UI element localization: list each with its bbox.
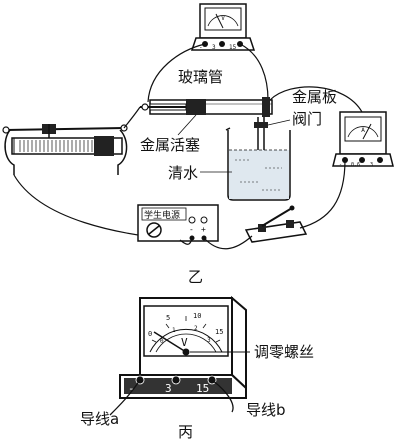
bing-scale-bottom-1: 1 [172, 327, 176, 334]
beaker-water [229, 150, 289, 199]
zero-screw [182, 348, 190, 356]
caption-bing: 丙 [178, 423, 193, 440]
wire-plate-to-ammeter [269, 86, 363, 113]
wire-supply-to-switch [203, 235, 253, 250]
bing-terminal-15: 15 [196, 382, 209, 395]
ammeter-terminal-neg: - [339, 162, 342, 168]
wire-voltmeter-right [239, 43, 269, 101]
caption-yi: 乙 [188, 268, 203, 286]
power-terminal-neg: - [189, 225, 194, 234]
label-glass-tube: 玻璃管 [178, 68, 223, 86]
beaker [225, 127, 291, 201]
wire-voltmeter-left [147, 43, 206, 103]
power-terminal-pos: + [201, 225, 206, 234]
ammeter-terminal-06: 0.6 [351, 162, 360, 168]
bing-scale-bottom-2: 2 [194, 325, 198, 332]
label-wire-b: 导线b [246, 401, 286, 419]
top-voltmeter-terminal-3: 3 [212, 44, 216, 51]
wire-a [109, 379, 141, 416]
bing-scale-top-0: 0 [148, 330, 152, 338]
top-voltmeter-symbol: V [221, 15, 225, 22]
top-voltmeter: V - 3 15 [190, 3, 256, 51]
label-metal-piston: 金属活塞 [140, 136, 200, 154]
label-metal-plate: 金属板 [292, 88, 337, 106]
metal-plate [262, 97, 270, 117]
bing-scale-bottom-0: 0 [160, 338, 164, 345]
ammeter-terminal-3: 3 [370, 162, 373, 168]
bing-voltmeter: 0 5 10 15 0 1 2 3 V - 3 15 [119, 295, 247, 399]
bing-scale-top-5: 5 [166, 314, 170, 322]
metal-piston [186, 99, 206, 115]
glass-tube [140, 97, 273, 117]
label-clean-water: 清水 [168, 164, 198, 182]
bing-scale-bottom-3: 3 [207, 337, 211, 344]
label-wire-a: 导线a [80, 410, 119, 428]
valve [254, 122, 268, 128]
wire-supply-neg [179, 237, 193, 245]
bing-scale-top-15: 15 [215, 328, 223, 336]
power-supply: 学生电源 - + [137, 204, 219, 242]
power-supply-label: 学生电源 [144, 209, 180, 221]
bing-scale-top-10: 10 [193, 312, 201, 320]
bing-terminal-neg: - [128, 382, 135, 395]
top-voltmeter-terminal-neg: - [199, 44, 203, 51]
bing-needle [153, 331, 187, 353]
wire-b [211, 379, 234, 413]
rheostat [2, 124, 128, 175]
top-voltmeter-terminal-15: 15 [229, 44, 237, 51]
bing-meter-symbol: V [181, 336, 188, 349]
ammeter: A - 0.6 3 [332, 111, 394, 168]
wire-rheostat-to-tube [123, 106, 141, 129]
label-zero-screw: 调零螺丝 [254, 343, 314, 361]
label-valve: 阀门 [292, 110, 322, 128]
wire-switch-to-ammeter [299, 159, 346, 229]
ammeter-symbol: A [361, 127, 365, 134]
bing-terminal-3: 3 [165, 382, 172, 395]
switch [244, 205, 308, 243]
